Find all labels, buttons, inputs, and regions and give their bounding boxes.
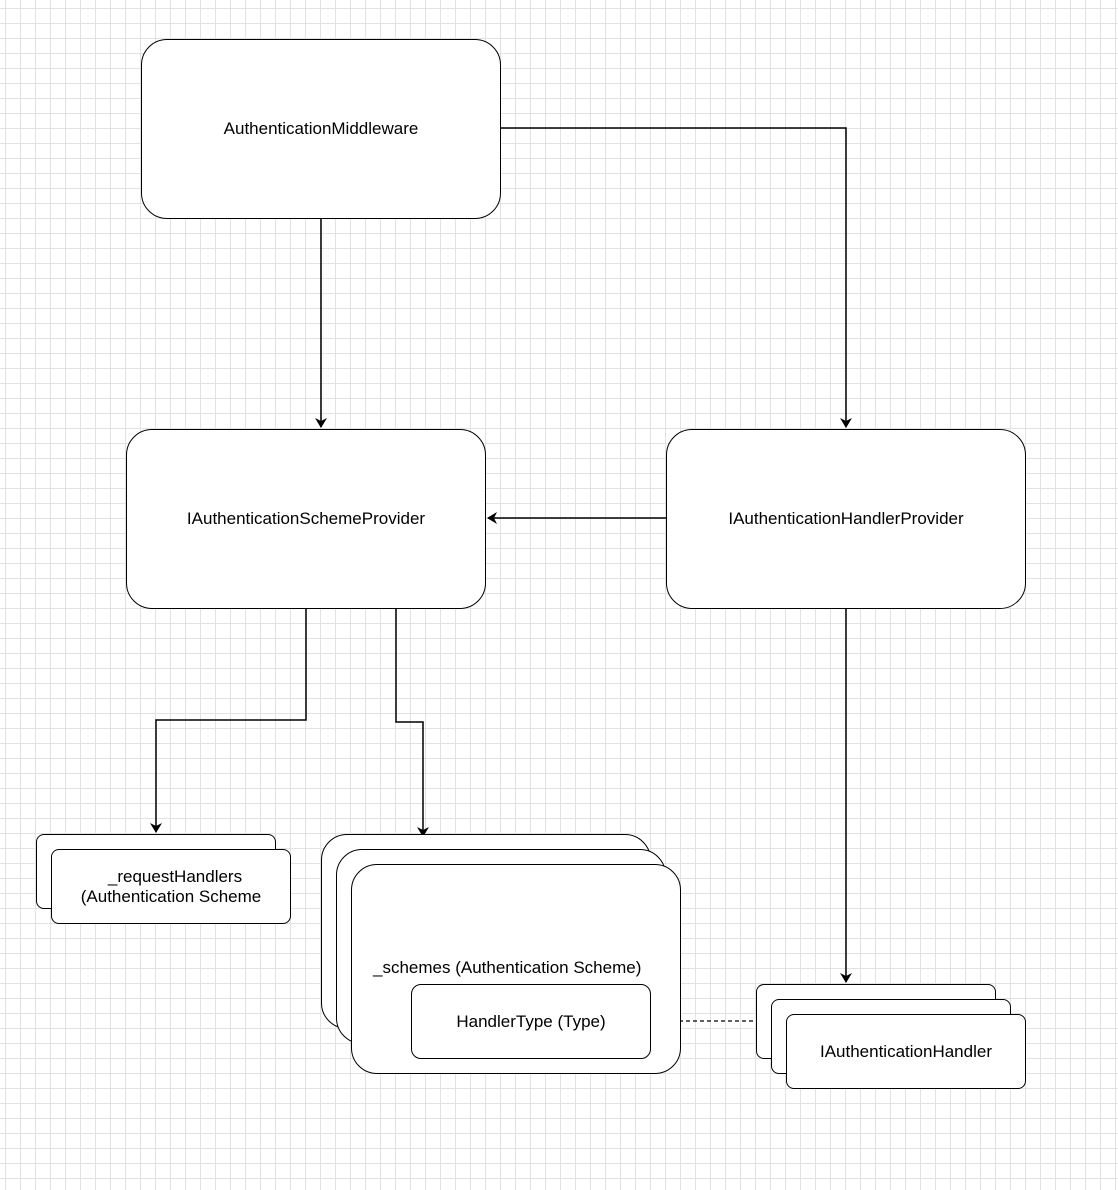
scheme-provider-label: IAuthenticationSchemeProvider (186, 509, 426, 528)
handler-type-node[interactable]: HandlerType (Type) (411, 984, 651, 1059)
request-handlers-label-line1: _requestHandlers (107, 866, 243, 886)
edge-scheme-provider-to-request-handlers (150, 608, 307, 833)
authentication-middleware-node[interactable]: AuthenticationMiddleware (141, 39, 501, 219)
edge-scheme-provider-to-schemes (395, 608, 429, 837)
auth-handler-label: IAuthenticationHandler (819, 1041, 992, 1061)
handler-type-label: HandlerType (Type) (456, 1011, 606, 1031)
edge-middleware-to-handler-provider (500, 127, 852, 428)
authentication-middleware-label: AuthenticationMiddleware (223, 119, 419, 138)
request-handlers-label-line2: (Authentication Scheme (80, 886, 262, 906)
handler-provider-label: IAuthenticationHandlerProvider (728, 509, 964, 528)
auth-handler-node[interactable]: IAuthenticationHandler (786, 1014, 1026, 1089)
scheme-provider-node[interactable]: IAuthenticationSchemeProvider (126, 429, 486, 609)
handler-provider-node[interactable]: IAuthenticationHandlerProvider (666, 429, 1026, 609)
request-handlers-node[interactable]: _requestHandlers (Authentication Scheme (51, 849, 291, 924)
schemes-label: _schemes (Authentication Scheme) (373, 958, 642, 977)
